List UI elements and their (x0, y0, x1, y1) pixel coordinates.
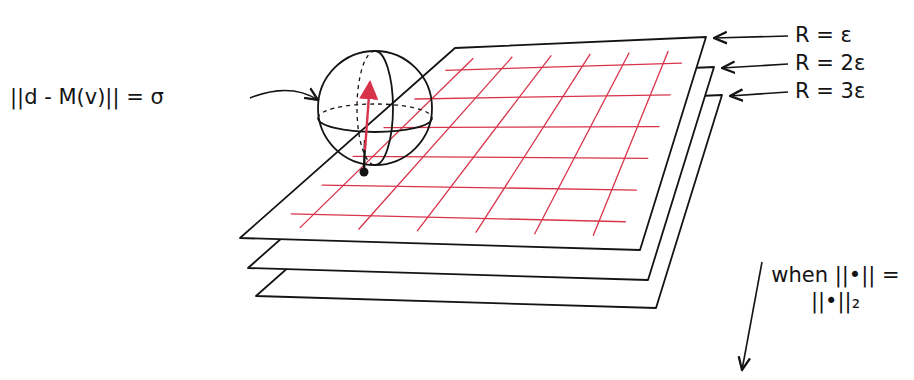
grid-line (417, 55, 551, 231)
level-label: R = 3ε (795, 78, 865, 104)
grid-line (300, 58, 473, 228)
level-sheets (240, 37, 722, 308)
leader-arrow (722, 64, 788, 68)
sphere (318, 51, 432, 165)
meridian-back (357, 51, 375, 165)
grid-line (291, 214, 626, 222)
red-grid (291, 51, 682, 236)
level-sheet (240, 37, 706, 250)
grid-line (445, 63, 682, 70)
equator-back (318, 104, 432, 118)
constraint-label: ||d - M(v)|| = σ (10, 84, 164, 110)
point-dot (360, 168, 369, 177)
grid-line (322, 185, 637, 190)
leader-arrow (714, 36, 788, 38)
grid-line (358, 57, 512, 230)
grid-line (476, 54, 590, 233)
equator-front (318, 118, 432, 132)
grid-line (384, 127, 660, 128)
leader-arrows (250, 36, 788, 370)
grid-line (534, 52, 629, 234)
grid-line (353, 156, 649, 158)
leader-arrow (730, 92, 788, 96)
grid-line (414, 95, 670, 99)
red-vector (365, 82, 370, 150)
level-label: R = 2ε (795, 50, 865, 76)
leader-arrow (250, 90, 318, 100)
level-label: R = ε (795, 22, 852, 48)
grid-line (593, 51, 668, 236)
meridian-front (375, 51, 393, 165)
leader-arrow (742, 262, 762, 370)
norm-note: when ||•|| = ||•||₂ (763, 262, 908, 315)
sphere-outline (318, 51, 432, 165)
